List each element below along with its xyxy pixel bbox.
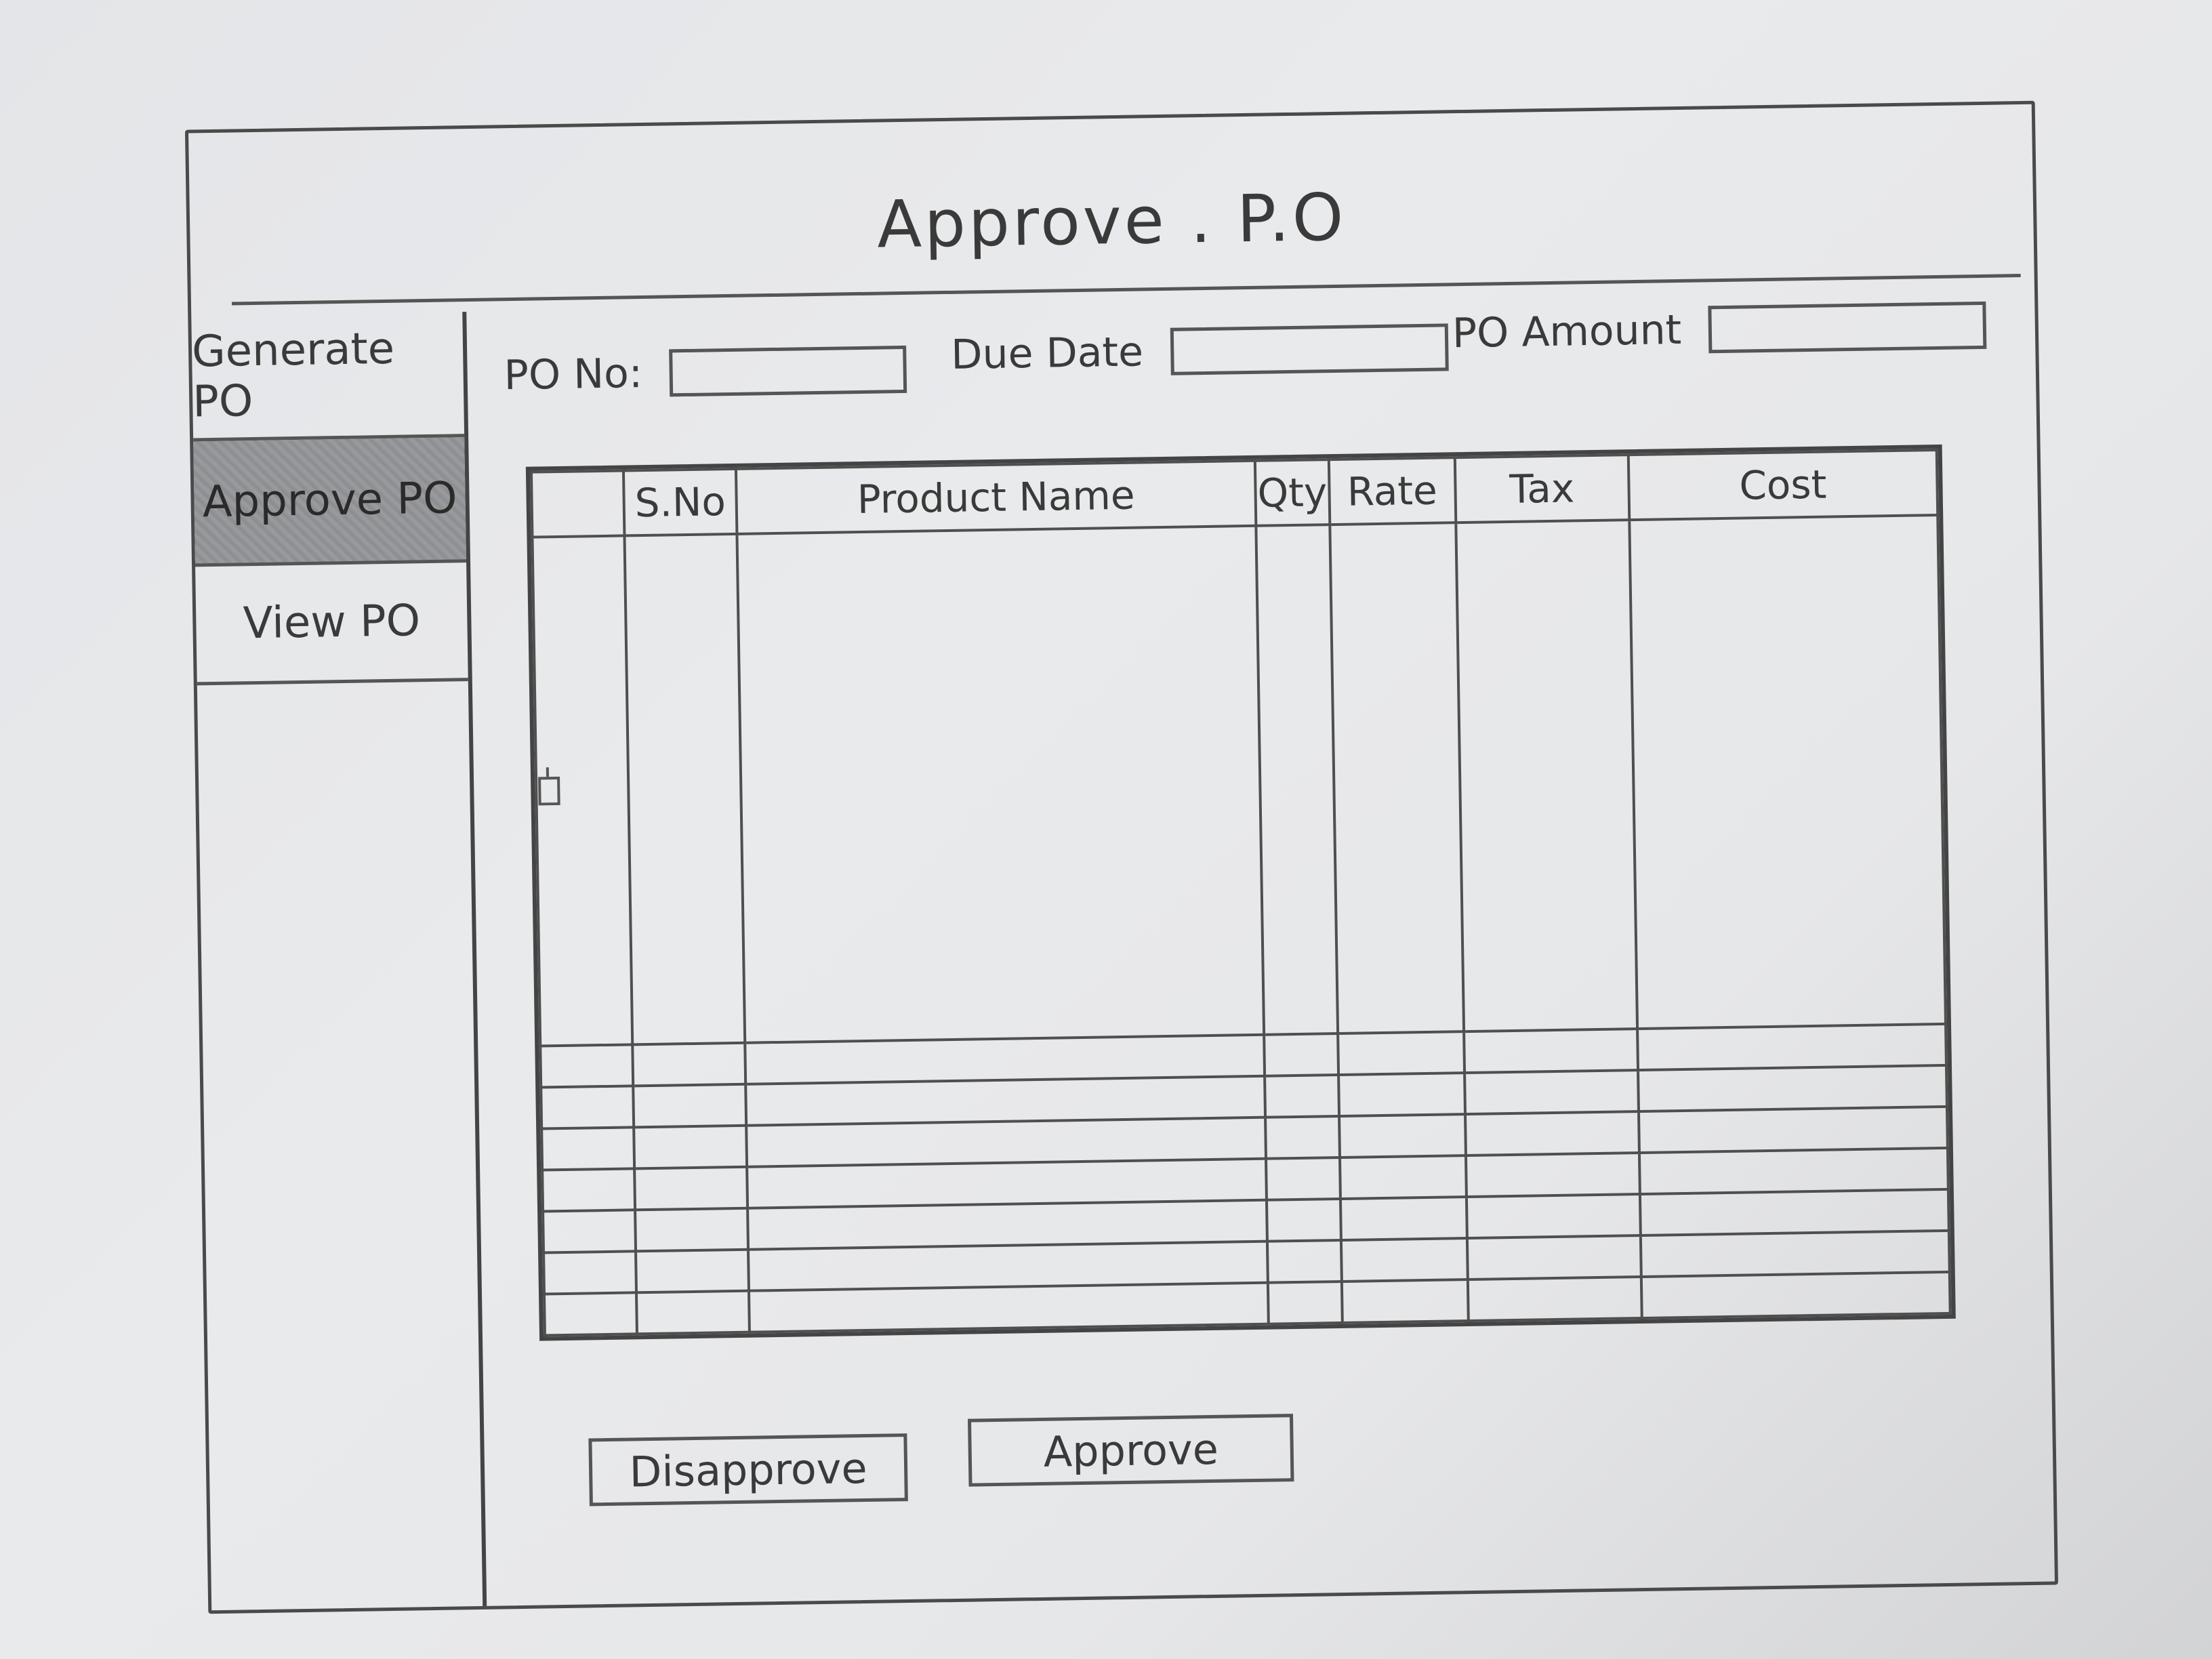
table-row[interactable]	[532, 515, 1946, 1046]
table-cell	[633, 1084, 747, 1128]
table-cell	[1639, 1148, 1948, 1195]
table-cell	[543, 1210, 636, 1253]
table-cell	[636, 1290, 750, 1334]
row-select-cell[interactable]	[532, 535, 633, 1046]
table-cell	[1464, 1070, 1639, 1115]
table-cell	[1265, 1116, 1340, 1159]
table-cell	[1465, 1111, 1639, 1156]
table-cell	[1266, 1199, 1341, 1242]
table-cell	[1338, 1073, 1465, 1117]
po-header-fields: PO No: Due Date PO Amount	[490, 301, 2022, 399]
due-date-input[interactable]	[1170, 323, 1449, 375]
table-cell	[1456, 520, 1637, 1032]
po-amount-input[interactable]	[1708, 301, 1987, 354]
table-cell	[544, 1292, 637, 1336]
column-header-product-name[interactable]: Product Name	[735, 460, 1256, 534]
table-cell	[544, 1251, 637, 1294]
table-cell	[1267, 1240, 1342, 1283]
po-amount-field: PO Amount	[1452, 301, 1987, 358]
sidebar-item-generate-po[interactable]: Generate PO	[191, 312, 465, 442]
table-cell	[624, 533, 745, 1045]
table-cell	[1466, 1194, 1641, 1239]
table-cell	[1338, 1114, 1466, 1158]
column-header-sno[interactable]: S.No	[623, 468, 737, 536]
column-header-qty[interactable]: Qty	[1254, 459, 1330, 526]
table-cell	[748, 1282, 1269, 1332]
po-amount-label: PO Amount	[1452, 306, 1682, 358]
table-cell	[1640, 1230, 1950, 1277]
table-cell	[635, 1208, 749, 1252]
po-no-label: PO No:	[504, 350, 643, 400]
table-cell	[1267, 1281, 1343, 1324]
column-header-tax[interactable]: Tax	[1454, 455, 1629, 523]
table-cell	[1641, 1271, 1950, 1319]
page-title: Approve . P.O	[876, 179, 1347, 263]
table-cell	[1639, 1189, 1949, 1236]
table-cell	[1637, 1024, 1946, 1071]
table-cell	[1339, 1155, 1467, 1200]
table-cell	[1465, 1153, 1640, 1197]
table-cell	[1340, 1238, 1468, 1282]
disapprove-button[interactable]: Disapprove	[588, 1433, 908, 1507]
column-header-cost[interactable]: Cost	[1628, 450, 1938, 520]
table-cell	[1463, 1029, 1638, 1073]
table-cell	[1337, 1031, 1465, 1076]
due-date-label: Due Date	[950, 328, 1144, 379]
table-cell	[542, 1168, 636, 1212]
table-cell	[1340, 1197, 1467, 1241]
table-cell	[737, 525, 1265, 1044]
sidebar-item-approve-po[interactable]: Approve PO	[193, 437, 467, 567]
table-cell	[541, 1086, 634, 1129]
approve-button[interactable]: Approve	[967, 1414, 1294, 1487]
po-no-input[interactable]	[669, 345, 907, 397]
select-icon[interactable]	[538, 776, 560, 806]
table-cell	[1265, 1075, 1339, 1118]
table-cell	[1330, 523, 1464, 1034]
table-cell	[634, 1126, 747, 1169]
table-cell	[1467, 1235, 1641, 1280]
po-no-field: PO No:	[504, 345, 907, 400]
sidebar-item-view-po[interactable]: View PO	[195, 562, 468, 686]
table-cell	[632, 1043, 746, 1086]
column-header-select	[531, 470, 625, 537]
title-divider	[231, 274, 2021, 306]
sidebar: Generate PO Approve PO View PO	[191, 312, 487, 1611]
table-cell	[1266, 1158, 1340, 1200]
table-cell	[1637, 1065, 1947, 1112]
po-items-table: S.No Product Name Qty Rate Tax Cost	[525, 444, 1956, 1341]
app-window: Approve . P.O Generate PO Approve PO Vie…	[184, 100, 2059, 1614]
table-cell	[1467, 1277, 1642, 1322]
table-cell	[1629, 515, 1946, 1029]
table-cell	[1638, 1107, 1948, 1153]
table-cell	[540, 1044, 634, 1088]
table-cell	[1341, 1279, 1469, 1323]
column-header-rate[interactable]: Rate	[1328, 457, 1456, 525]
table-cell	[1264, 1033, 1338, 1077]
table-cell	[1256, 525, 1338, 1036]
due-date-field: Due Date	[951, 323, 1449, 379]
table-cell	[636, 1249, 749, 1293]
table-cell	[541, 1127, 635, 1170]
table-cell	[634, 1166, 748, 1210]
